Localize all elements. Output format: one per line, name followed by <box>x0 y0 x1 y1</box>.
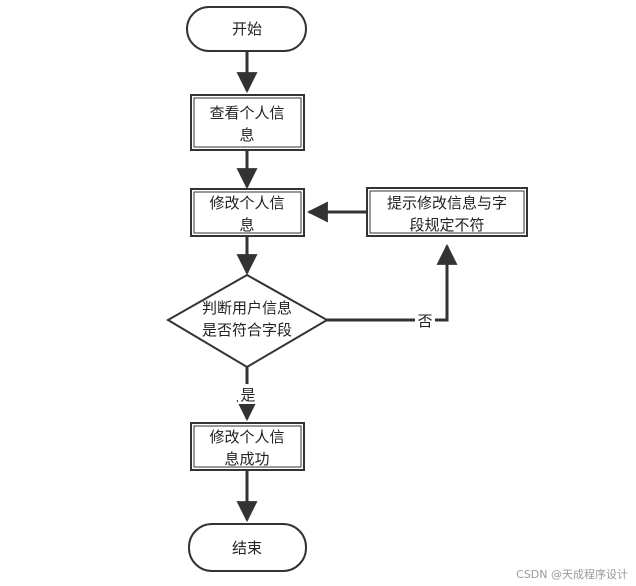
error-prompt-node: 提示修改信息与字 段规定不符 <box>366 187 528 237</box>
no-label-backdrop <box>415 310 435 330</box>
connector-decision-to-error <box>326 243 458 322</box>
error-prompt-line-2: 段规定不符 <box>409 216 484 234</box>
edit-info-line-2: 息 <box>239 216 254 234</box>
success-line-2: 息成功 <box>224 450 269 468</box>
view-info-line-2: 息 <box>239 126 254 144</box>
end-node: 结束 <box>188 523 307 572</box>
success-line-1: 修改个人信 <box>209 428 284 446</box>
error-prompt-line-1: 提示修改信息与字 <box>387 194 507 212</box>
decision-line-1: 判断用户信息 <box>202 299 292 317</box>
end-node-label: 结束 <box>232 539 262 557</box>
start-node: 开始 <box>186 6 307 52</box>
decision-line-2: 是否符合字段 <box>202 321 292 339</box>
watermark: CSDN @天成程序设计 <box>516 568 628 581</box>
start-node-label: 开始 <box>232 20 262 38</box>
decision-node: 判断用户信息 是否符合字段 <box>166 273 330 369</box>
yes-label-backdrop <box>238 384 258 404</box>
success-node: 修改个人信 息成功 <box>190 422 305 471</box>
edit-info-line-1: 修改个人信 <box>209 194 284 212</box>
view-info-line-1: 查看个人信 <box>209 104 284 122</box>
view-info-node: 查看个人信 息 <box>190 94 305 151</box>
edge-label-no: 否 <box>417 312 432 330</box>
edit-info-node: 修改个人信 息 <box>190 188 305 237</box>
edge-label-yes: 是 <box>240 386 255 404</box>
